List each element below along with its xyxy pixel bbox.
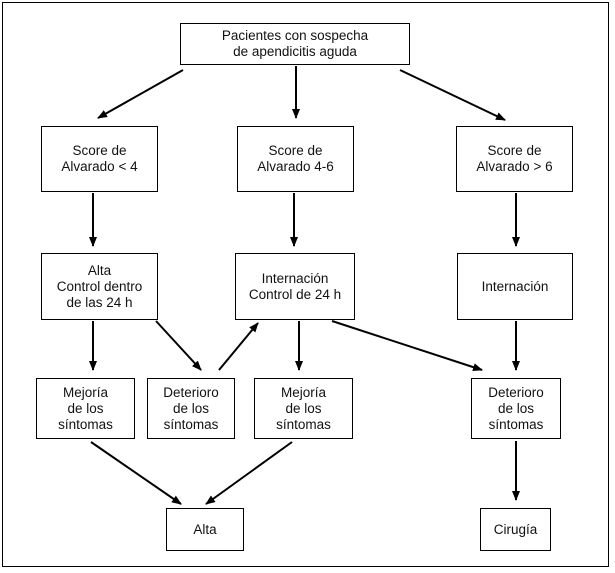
node-mejoria-1: Mejoría de los síntomas (36, 378, 135, 439)
arrow-alta-control-to-deterioro-1 (155, 320, 202, 371)
node-mejoria-2-label: Mejoría de los síntomas (276, 384, 331, 432)
node-alta-control-label: Alta Control dentro de las 24 h (56, 262, 143, 310)
node-score-low: Score de Alvarado < 4 (41, 126, 158, 192)
node-mejoria-2: Mejoría de los síntomas (254, 378, 353, 439)
node-deterioro-2-label: Deterioro de los síntomas (488, 384, 544, 432)
arrow-deterioro-1-to-internacion-control (218, 322, 259, 371)
node-internacion: Internación (457, 253, 573, 320)
node-score-high-label: Score de Alvarado > 6 (476, 143, 553, 174)
node-cirugia: Cirugía (480, 508, 551, 551)
node-deterioro-1-label: Deterioro de los síntomas (163, 384, 219, 432)
node-internacion-control-label: Internación Control de 24 h (248, 270, 342, 302)
arrow-start-to-score-low (97, 69, 184, 119)
arrow-mejoria-2-to-alta (205, 441, 293, 505)
node-internacion-control: Internación Control de 24 h (235, 253, 355, 320)
node-mejoria-1-label: Mejoría de los síntomas (58, 384, 113, 432)
node-start: Pacientes con sospecha de apendicitis ag… (180, 23, 410, 65)
node-internacion-label: Internación (481, 278, 549, 294)
arrow-internacion-control-to-deterioro-2 (331, 320, 483, 372)
arrow-start-to-score-high (399, 69, 506, 121)
node-score-high: Score de Alvarado > 6 (456, 126, 573, 192)
node-score-mid-label: Score de Alvarado 4-6 (257, 143, 334, 174)
arrow-mejoria-1-to-alta (90, 441, 182, 505)
node-alta-control: Alta Control dentro de las 24 h (41, 253, 158, 320)
node-deterioro-2: Deterioro de los síntomas (471, 378, 561, 439)
node-score-mid: Score de Alvarado 4-6 (237, 126, 354, 192)
node-cirugia-label: Cirugía (493, 521, 538, 537)
node-start-label: Pacientes con sospecha de apendicitis ag… (221, 28, 369, 59)
node-alta: Alta (166, 508, 244, 551)
node-deterioro-1: Deterioro de los síntomas (147, 378, 235, 439)
node-score-low-label: Score de Alvarado < 4 (61, 143, 138, 174)
node-alta-label: Alta (193, 521, 217, 537)
